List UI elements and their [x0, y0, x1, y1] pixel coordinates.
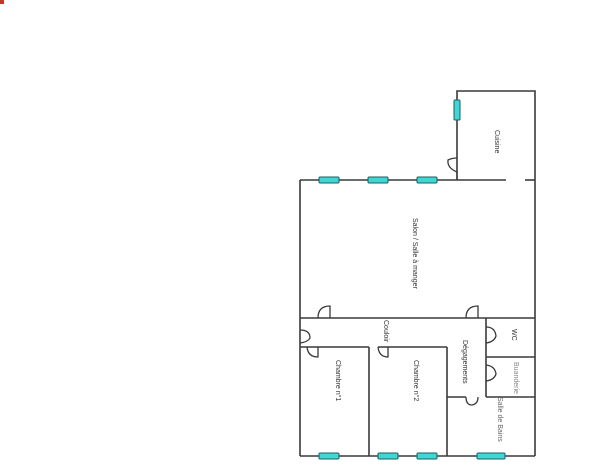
window-salon-3	[416, 176, 438, 184]
windows[interactable]	[318, 99, 506, 460]
window-salon-1	[318, 176, 340, 184]
room-label-chambre2: Chambre n°2	[412, 360, 419, 402]
room-label-buanderie: Buanderie	[512, 362, 519, 394]
window-chambre2-1	[377, 452, 399, 460]
window-chambre1	[318, 452, 340, 460]
window-chambre2-2	[416, 452, 438, 460]
window-kitchen	[453, 99, 461, 121]
walls-service	[485, 318, 535, 397]
walls-kitchen	[456, 90, 536, 180]
walls-salon	[299, 179, 536, 456]
room-label-sdb: Salle de Bains	[496, 397, 503, 442]
doors	[299, 157, 497, 406]
corner-marker	[0, 0, 4, 4]
window-sdb	[476, 452, 506, 460]
window-salon-2	[367, 176, 389, 184]
room-label-cuisine: Cuisine	[493, 130, 500, 154]
room-label-wc: WC	[510, 329, 517, 341]
room-label-chambre1: Chambre n°1	[334, 360, 341, 402]
room-label-degagements: Dégagements	[461, 340, 468, 384]
room-label-couloir: Couloir	[382, 320, 389, 343]
room-label-salon: Salon / Salle à manger	[411, 218, 418, 289]
